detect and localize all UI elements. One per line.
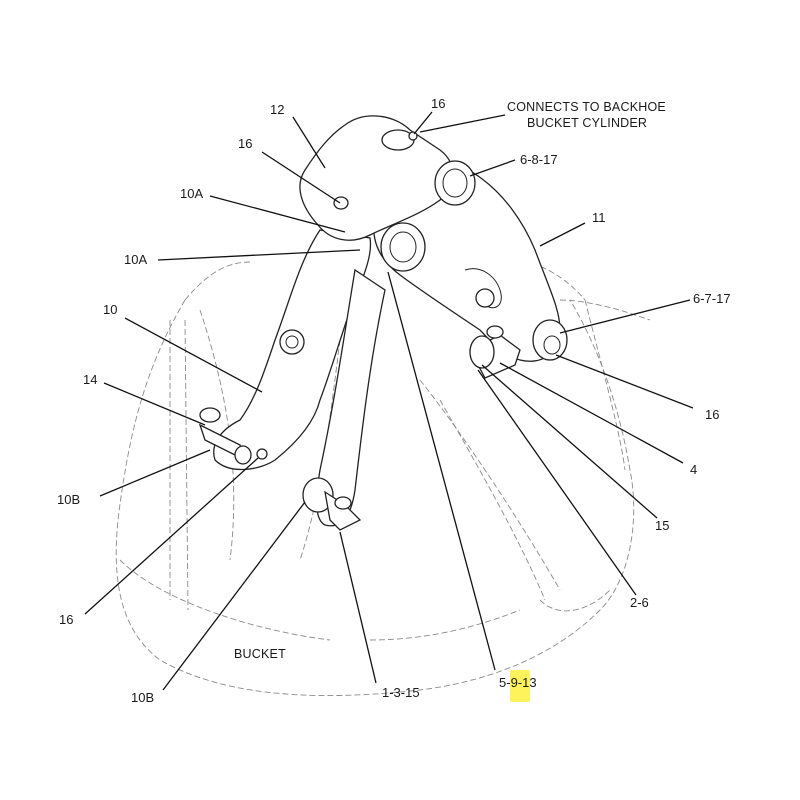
note-bucket-cylinder: BUCKET CYLINDER [527, 116, 647, 130]
callout-5-9-13-highlight [510, 670, 530, 702]
callout-6-8-17: 6-8-17 [520, 152, 558, 167]
callout-10a-upper: 10A [180, 186, 203, 201]
callout-12: 12 [270, 102, 284, 117]
bolt-16-upper [333, 196, 349, 210]
callout-11: 11 [592, 210, 606, 225]
link-part-10 [213, 229, 386, 527]
leader-lines [84, 111, 694, 691]
callout-16-right: 16 [705, 407, 719, 422]
callout-10: 10 [103, 302, 117, 317]
bucket-outline [115, 256, 651, 696]
bolt-16-top [408, 131, 418, 141]
pin-5-9-13 [380, 222, 426, 272]
note-bucket: BUCKET [234, 647, 286, 661]
callout-16-top: 16 [431, 96, 445, 111]
callout-5-9-13: 5-9-13 [499, 675, 537, 690]
pin-6-7-17 [532, 319, 568, 361]
pin-6-8-17 [434, 160, 476, 206]
callout-4: 4 [690, 462, 697, 477]
callout-14: 14 [83, 372, 97, 387]
callout-6-7-17: 6-7-17 [693, 291, 731, 306]
callout-10b-left: 10B [57, 492, 80, 507]
note-connects-to-backhoe: CONNECTS TO BACKHOE [507, 100, 666, 114]
pin-14 [198, 407, 252, 465]
bolt-16-lower [256, 448, 268, 460]
callout-10b-bottom: 10B [131, 690, 154, 705]
callout-15: 15 [655, 518, 669, 533]
callout-2-6: 2-6 [630, 595, 649, 610]
callout-10a-lower: 10A [124, 252, 147, 267]
callout-1-3-15: 1-3-15 [382, 685, 420, 700]
callout-16-lower-left: 16 [59, 612, 73, 627]
callout-16-upper-left: 16 [238, 136, 252, 151]
pin-1-3-15 [302, 477, 362, 531]
